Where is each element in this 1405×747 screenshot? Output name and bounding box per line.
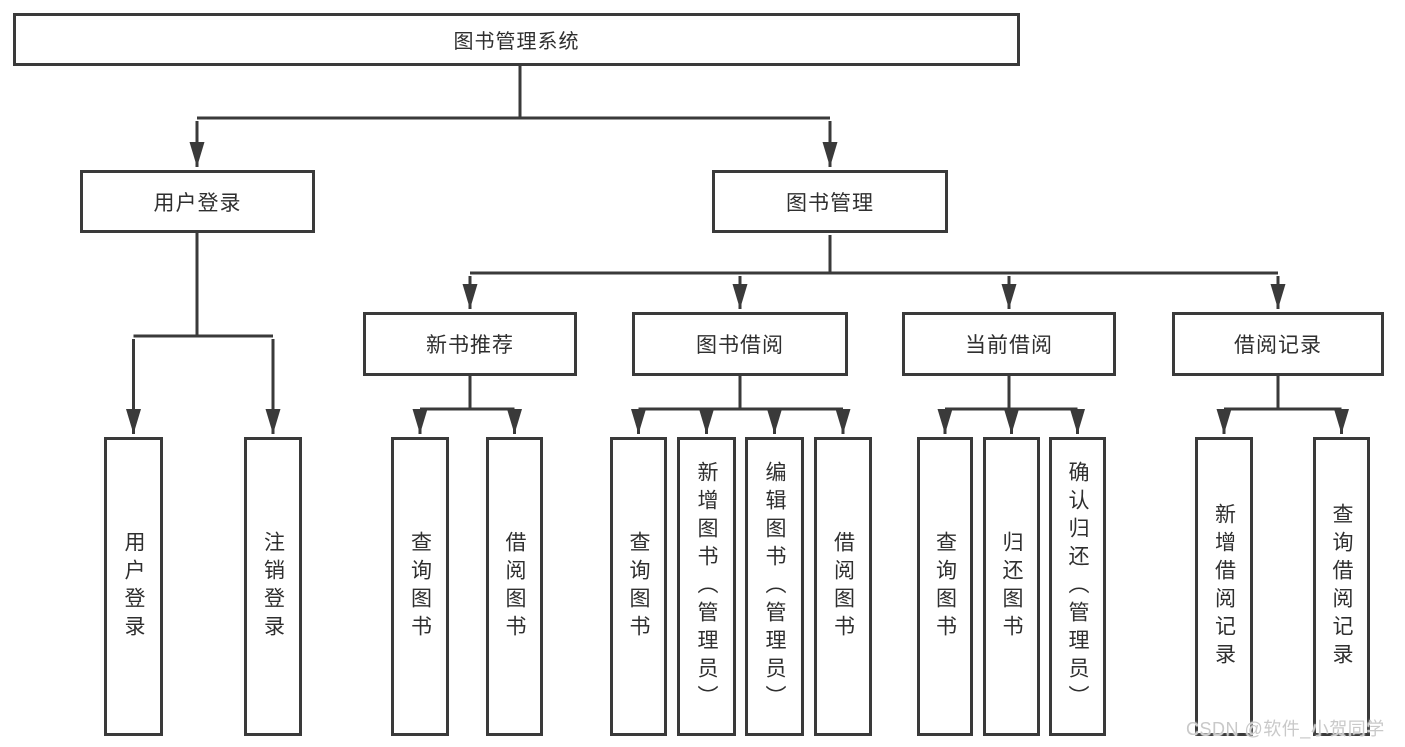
- leaf-return-books: 归还图书: [983, 437, 1040, 736]
- leaf-query-borrow-record: 查询借阅记录: [1313, 437, 1370, 736]
- leaf-query-books-current: 查询图书: [917, 437, 973, 736]
- node-label: 用户登录: [153, 191, 242, 215]
- node-label: 图书管理系统: [453, 31, 580, 53]
- node-label: 注销登录: [261, 530, 285, 643]
- leaf-borrow-books-recommend: 借阅图书: [486, 437, 543, 736]
- node-label: 查询图书: [627, 530, 650, 643]
- node-label: 查询图书: [408, 530, 432, 643]
- node-label: 图书借阅: [696, 334, 784, 357]
- leaf-add-borrow-record: 新增借阅记录: [1195, 437, 1253, 736]
- leaf-query-books-recommend: 查询图书: [391, 437, 449, 736]
- node-library-system: 图书管理系统: [13, 13, 1020, 66]
- node-borrow-records: 借阅记录: [1172, 312, 1384, 376]
- leaf-add-books-admin: 新增图书（管理员）: [677, 437, 736, 736]
- node-label: 借阅图书: [831, 530, 855, 643]
- node-label: 归还图书: [1000, 530, 1023, 643]
- leaf-user-login: 用户登录: [104, 437, 163, 736]
- node-book-borrowing: 图书借阅: [632, 312, 848, 376]
- node-label: 新增借阅记录: [1212, 502, 1236, 671]
- node-label: 当前借阅: [965, 334, 1053, 357]
- node-label: 查询借阅记录: [1330, 502, 1353, 671]
- node-label: 图书管理: [786, 191, 874, 215]
- csdn-watermark: CSDN @软件_小贺同学: [1186, 719, 1385, 739]
- node-label: 借阅图书: [503, 530, 526, 643]
- node-label: 确认归还（管理员）: [1066, 460, 1089, 713]
- node-current-borrowing: 当前借阅: [902, 312, 1116, 376]
- node-book-management: 图书管理: [712, 170, 948, 233]
- node-label: 借阅记录: [1234, 334, 1322, 357]
- node-label: 用户登录: [122, 530, 145, 643]
- node-label: 查询图书: [933, 530, 957, 643]
- node-label: 新书推荐: [426, 334, 514, 357]
- node-new-book-recommend: 新书推荐: [363, 312, 577, 376]
- leaf-confirm-return-admin: 确认归还（管理员）: [1049, 437, 1106, 736]
- leaf-borrow-books: 借阅图书: [814, 437, 872, 736]
- node-label: 编辑图书（管理员）: [763, 460, 786, 713]
- leaf-logout: 注销登录: [244, 437, 302, 736]
- leaf-query-books-borrowing: 查询图书: [610, 437, 667, 736]
- node-label: 新增图书（管理员）: [695, 460, 718, 713]
- leaf-edit-books-admin: 编辑图书（管理员）: [745, 437, 804, 736]
- node-user-login: 用户登录: [80, 170, 315, 233]
